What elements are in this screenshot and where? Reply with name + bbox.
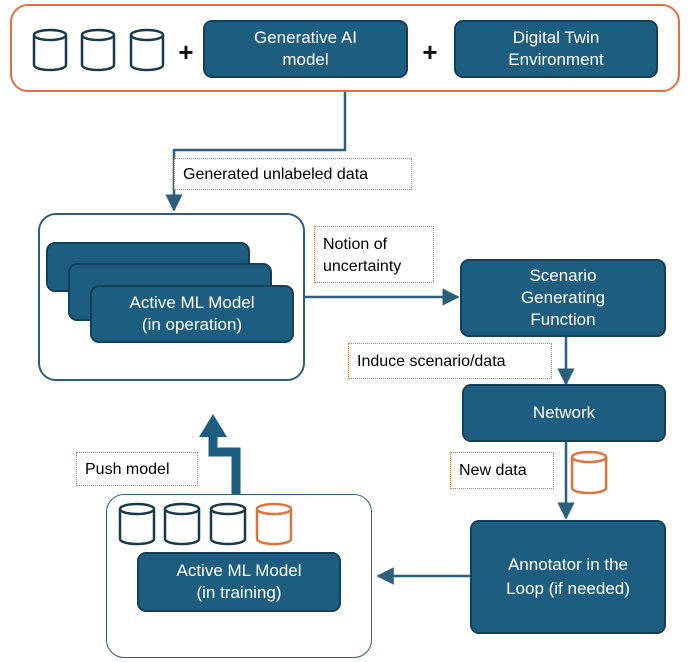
new-data-label: New data (450, 452, 554, 489)
annotator-box: Annotator in the Loop (if needed) (470, 520, 666, 634)
generative-ai-model-box: Generative AI model (203, 20, 408, 78)
database-icon (129, 28, 165, 72)
generative-ai-model-label: Generative AI model (253, 28, 357, 69)
network-box: Network (462, 384, 666, 442)
scenario-generating-function-label: Scenario Generating Function (520, 266, 606, 329)
active-ml-operation-label: Active ML Model (in operation) (129, 293, 255, 334)
plus-sign: + (178, 37, 194, 67)
network-label: Network (532, 403, 596, 422)
push-model-arrowhead (199, 414, 227, 437)
database-icon (163, 502, 201, 546)
database-icon (209, 502, 247, 546)
digital-twin-box: Digital Twin Environment (454, 20, 658, 78)
notion-of-uncertainty-label: Notion of uncertainty (314, 226, 434, 283)
generated-unlabeled-data-label: Generated unlabeled data (174, 158, 412, 190)
active-ml-training-box: Active ML Model (in training) (137, 552, 341, 612)
push-model-arrow (208, 434, 241, 494)
database-icon (118, 502, 156, 546)
plus-sign: + (422, 37, 438, 67)
active-ml-training-label: Active ML Model (in training) (176, 561, 302, 602)
arrow-genai-to-model (165, 92, 347, 212)
annotator-label: Annotator in the Loop (if needed) (506, 555, 630, 598)
new-data-database-icon (570, 450, 608, 495)
active-ml-operation-box: Active ML Model (in operation) (90, 285, 294, 343)
new-data-database-icon (255, 502, 293, 546)
induce-scenario-data-label: Induce scenario/data (348, 343, 552, 379)
scenario-generating-function-box: Scenario Generating Function (460, 259, 666, 337)
database-icon (80, 28, 116, 72)
database-icon (32, 28, 68, 72)
digital-twin-label: Digital Twin Environment (508, 28, 604, 69)
push-model-label: Push model (76, 452, 198, 486)
